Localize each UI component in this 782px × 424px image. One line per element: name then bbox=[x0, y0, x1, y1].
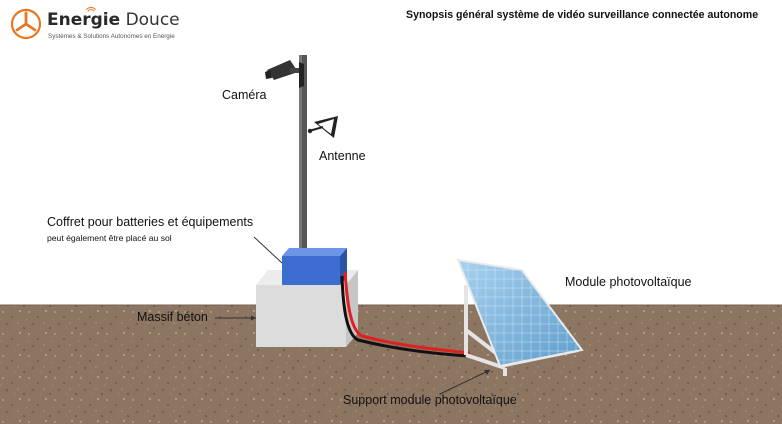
brand-name: Energie Douce bbox=[47, 10, 180, 30]
battery-cabinet bbox=[282, 248, 347, 285]
solar-panel bbox=[456, 258, 584, 368]
antenna-label: Antenne bbox=[319, 149, 366, 163]
wifi-icon bbox=[86, 7, 96, 12]
cable-negative bbox=[340, 275, 469, 358]
brand-name-bold: Energie bbox=[47, 10, 121, 30]
cabinet-pointer bbox=[253, 236, 283, 264]
cabinet-label: Coffret pour batteries et équipements bbox=[47, 215, 254, 229]
ground bbox=[0, 305, 782, 424]
camera-icon bbox=[265, 60, 304, 88]
logo-icon bbox=[10, 8, 42, 40]
diagram-title: Synopsis général système de vidéo survei… bbox=[406, 9, 759, 21]
camera-label: Caméra bbox=[222, 88, 267, 102]
support-pointer bbox=[439, 369, 491, 395]
support-label: Support module photovoltaïque bbox=[343, 393, 517, 407]
cable-positive bbox=[343, 271, 471, 355]
cabinet-note: peut également être placé au sol bbox=[47, 233, 172, 243]
module-label: Module photovoltaïque bbox=[565, 275, 692, 289]
concrete-label: Massif béton bbox=[137, 310, 208, 324]
brand-tagline: Systèmes & Solutions Autonomes en Energi… bbox=[48, 33, 175, 40]
camera-mast bbox=[299, 55, 307, 255]
brand-name-light: Douce bbox=[125, 10, 180, 30]
antenna-icon bbox=[307, 116, 338, 138]
